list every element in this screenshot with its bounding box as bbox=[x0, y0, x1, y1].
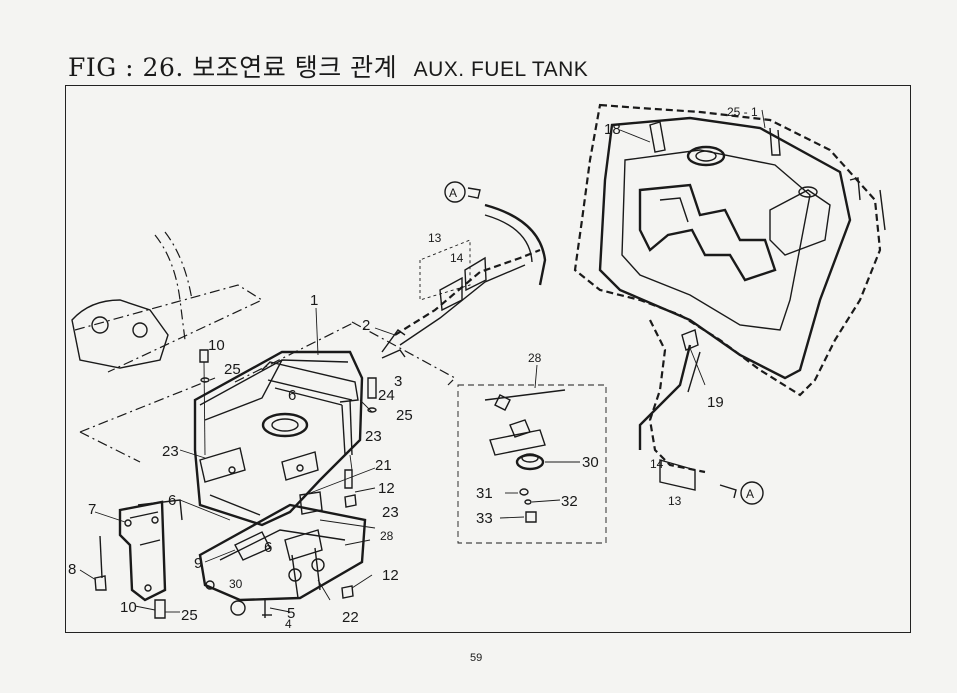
figure-separator: : bbox=[125, 53, 135, 82]
callout-31: 31 bbox=[476, 485, 493, 502]
figure-number: 26. bbox=[142, 53, 184, 82]
detail-inset bbox=[457, 384, 607, 544]
callout-1: 1 bbox=[310, 292, 318, 309]
callout-13a: 13 bbox=[428, 231, 442, 245]
callout-labels: 1 2 3 4 5 6 6 6 7 8 9 10 10 12 12 13 13 … bbox=[68, 105, 758, 631]
main-fuel-tank bbox=[573, 103, 886, 397]
callout-25c: 25 bbox=[181, 607, 198, 624]
leader-lines bbox=[79, 109, 766, 613]
callout-6a: 6 bbox=[288, 387, 296, 404]
callout-7: 7 bbox=[88, 501, 96, 518]
figure-prefix: FIG bbox=[68, 53, 117, 82]
callout-19: 19 bbox=[707, 394, 724, 411]
callout-21: 21 bbox=[375, 457, 392, 474]
callout-30b: 30 bbox=[229, 577, 243, 591]
connection-mark-a-right: A bbox=[719, 481, 764, 505]
callout-3: 3 bbox=[394, 373, 402, 390]
return-hose bbox=[638, 319, 706, 491]
figure-title: FIG : 26. 보조연료 탱크 관계 AUX. FUEL TANK bbox=[68, 48, 588, 84]
page-number: 59 bbox=[470, 652, 483, 664]
callout-12a: 12 bbox=[378, 480, 395, 497]
base-plate bbox=[198, 491, 367, 602]
callout-10b: 10 bbox=[120, 599, 137, 616]
callout-4: 4 bbox=[285, 617, 292, 631]
callout-2: 2 bbox=[362, 317, 370, 334]
callout-25a: 25 bbox=[224, 361, 241, 378]
mounting-plane bbox=[79, 321, 456, 463]
callout-5: 5 bbox=[287, 605, 295, 622]
fuel-hose bbox=[381, 203, 547, 359]
callout-9: 9 bbox=[194, 555, 202, 572]
diagram-frame bbox=[65, 85, 911, 633]
callout-22: 22 bbox=[342, 609, 359, 626]
engine-outline bbox=[71, 231, 264, 373]
callout-23b: 23 bbox=[365, 428, 382, 445]
callout-14a: 14 bbox=[450, 251, 464, 265]
callout-25b: 25 bbox=[396, 407, 413, 424]
fasteners bbox=[94, 349, 377, 619]
connection-mark-a-top: A bbox=[444, 181, 481, 203]
callout-10a: 10 bbox=[208, 337, 225, 354]
callout-25-1: 25 - 1 bbox=[727, 105, 758, 119]
callout-13b: 13 bbox=[668, 494, 682, 508]
callout-12b: 12 bbox=[382, 567, 399, 584]
connection-label: A bbox=[746, 487, 754, 501]
callout-23a: 23 bbox=[162, 443, 179, 460]
callout-6c: 6 bbox=[264, 539, 272, 556]
connection-label: A bbox=[449, 186, 457, 200]
aux-fuel-tank bbox=[193, 350, 364, 527]
figure-title-korean: 보조연료 탱크 관계 bbox=[192, 53, 398, 82]
callout-6b: 6 bbox=[168, 492, 176, 509]
callout-14b: 14 bbox=[650, 457, 664, 471]
callout-24: 24 bbox=[378, 387, 395, 404]
figure-title-english: AUX. FUEL TANK bbox=[413, 58, 589, 81]
callout-8: 8 bbox=[68, 561, 76, 578]
callout-32: 32 bbox=[561, 493, 578, 510]
callout-18: 18 bbox=[604, 121, 621, 138]
callout-28b: 28 bbox=[380, 529, 394, 543]
tank-bracket bbox=[99, 499, 183, 602]
callout-23c: 23 bbox=[382, 504, 399, 521]
callout-28a: 28 bbox=[528, 351, 542, 365]
callout-33: 33 bbox=[476, 510, 493, 527]
callout-30a: 30 bbox=[582, 454, 599, 471]
